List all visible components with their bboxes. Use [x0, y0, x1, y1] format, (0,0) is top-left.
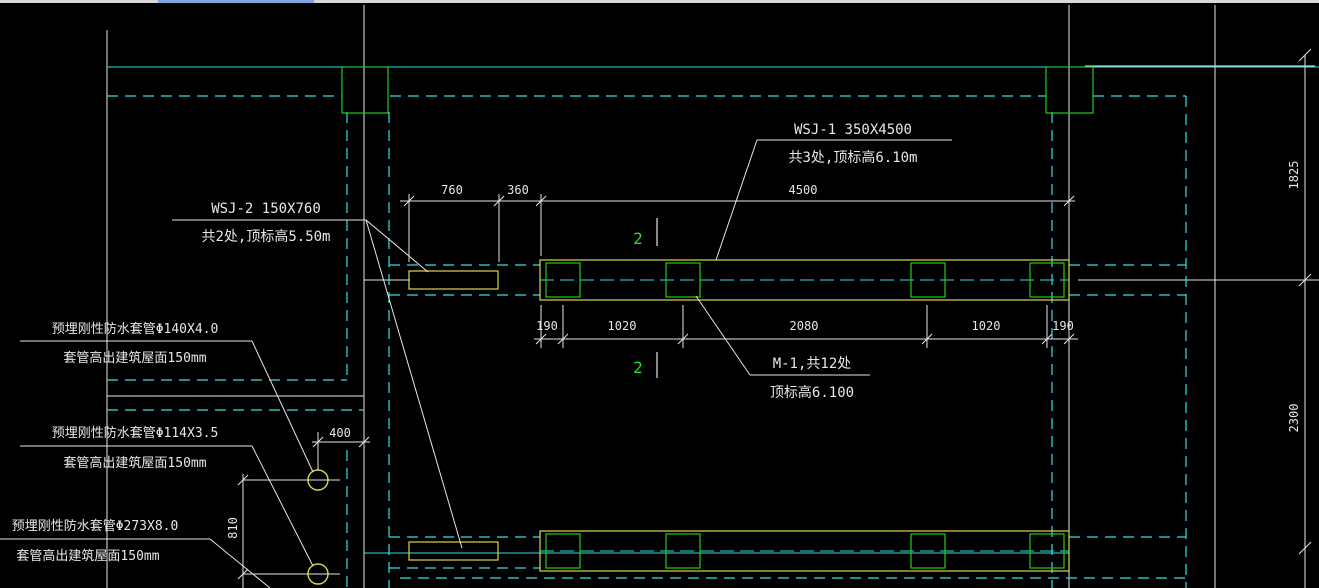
wall-dashed-lines: [107, 95, 1187, 588]
pipe2-note: 套管高出建筑屋面150mm: [63, 455, 206, 471]
dim-360: 360: [507, 183, 529, 197]
section-label-top: 2: [633, 229, 643, 248]
dim-2300: 2300: [1287, 404, 1301, 433]
wall-solid-lines: [107, 66, 1319, 554]
m1-name: M-1,共12处: [773, 356, 852, 372]
dim-1020-left: 1020: [608, 319, 637, 333]
middle-dimension-chain: [534, 305, 1078, 348]
pipe1-name: 预埋刚性防水套管Φ140X4.0: [52, 321, 219, 337]
wsj2-name: WSJ-2 150X760: [211, 201, 321, 217]
pipe3-name: 预埋刚性防水套管Φ273X8.0: [12, 518, 179, 534]
dim-190-left: 190: [536, 319, 558, 333]
m1-leader: [695, 295, 870, 376]
wsj1-name: WSJ-1 350X4500: [794, 122, 912, 138]
dim-1020-right: 1020: [972, 319, 1001, 333]
pipe1-note: 套管高出建筑屋面150mm: [63, 350, 206, 366]
wsj1-leader: [715, 139, 952, 261]
section-label-bottom: 2: [633, 358, 643, 377]
dim-810-line: [237, 474, 249, 588]
active-tab-indicator[interactable]: [158, 0, 314, 3]
beam-wsj1-bottom: [539, 530, 1070, 572]
dim-2080: 2080: [790, 319, 819, 333]
top-dimension-chain: [400, 194, 1075, 262]
pipe-sleeve-crosshair: [243, 432, 340, 575]
beam-wsj2-top: [408, 270, 499, 290]
column-boxes: [341, 66, 1094, 114]
beam-wsj1-top: [539, 259, 1070, 301]
dim-4500: 4500: [789, 183, 818, 197]
dim-400: 400: [329, 426, 351, 440]
dim-190-right: 190: [1052, 319, 1074, 333]
wsj1-note: 共3处,顶标高6.10m: [788, 149, 917, 166]
pipe3-note: 套管高出建筑屋面150mm: [16, 548, 159, 564]
dim-760: 760: [441, 183, 463, 197]
dim-1825: 1825: [1287, 161, 1301, 190]
wsj2-note: 共2处,顶标高5.50m: [201, 228, 330, 245]
pipe2-name: 预埋刚性防水套管Φ114X3.5: [52, 425, 219, 441]
pipe-leaders: [0, 340, 314, 588]
right-dimension-line: [1085, 48, 1315, 588]
wsj2-leader: [172, 219, 463, 549]
beam-wsj2-bottom: [408, 541, 499, 561]
dim-400-line: [312, 436, 370, 450]
dim-810: 810: [226, 517, 240, 539]
m1-note: 顶标高6.100: [770, 384, 854, 401]
axis-lines: [106, 5, 1319, 588]
window-top-bar: [0, 0, 1319, 3]
